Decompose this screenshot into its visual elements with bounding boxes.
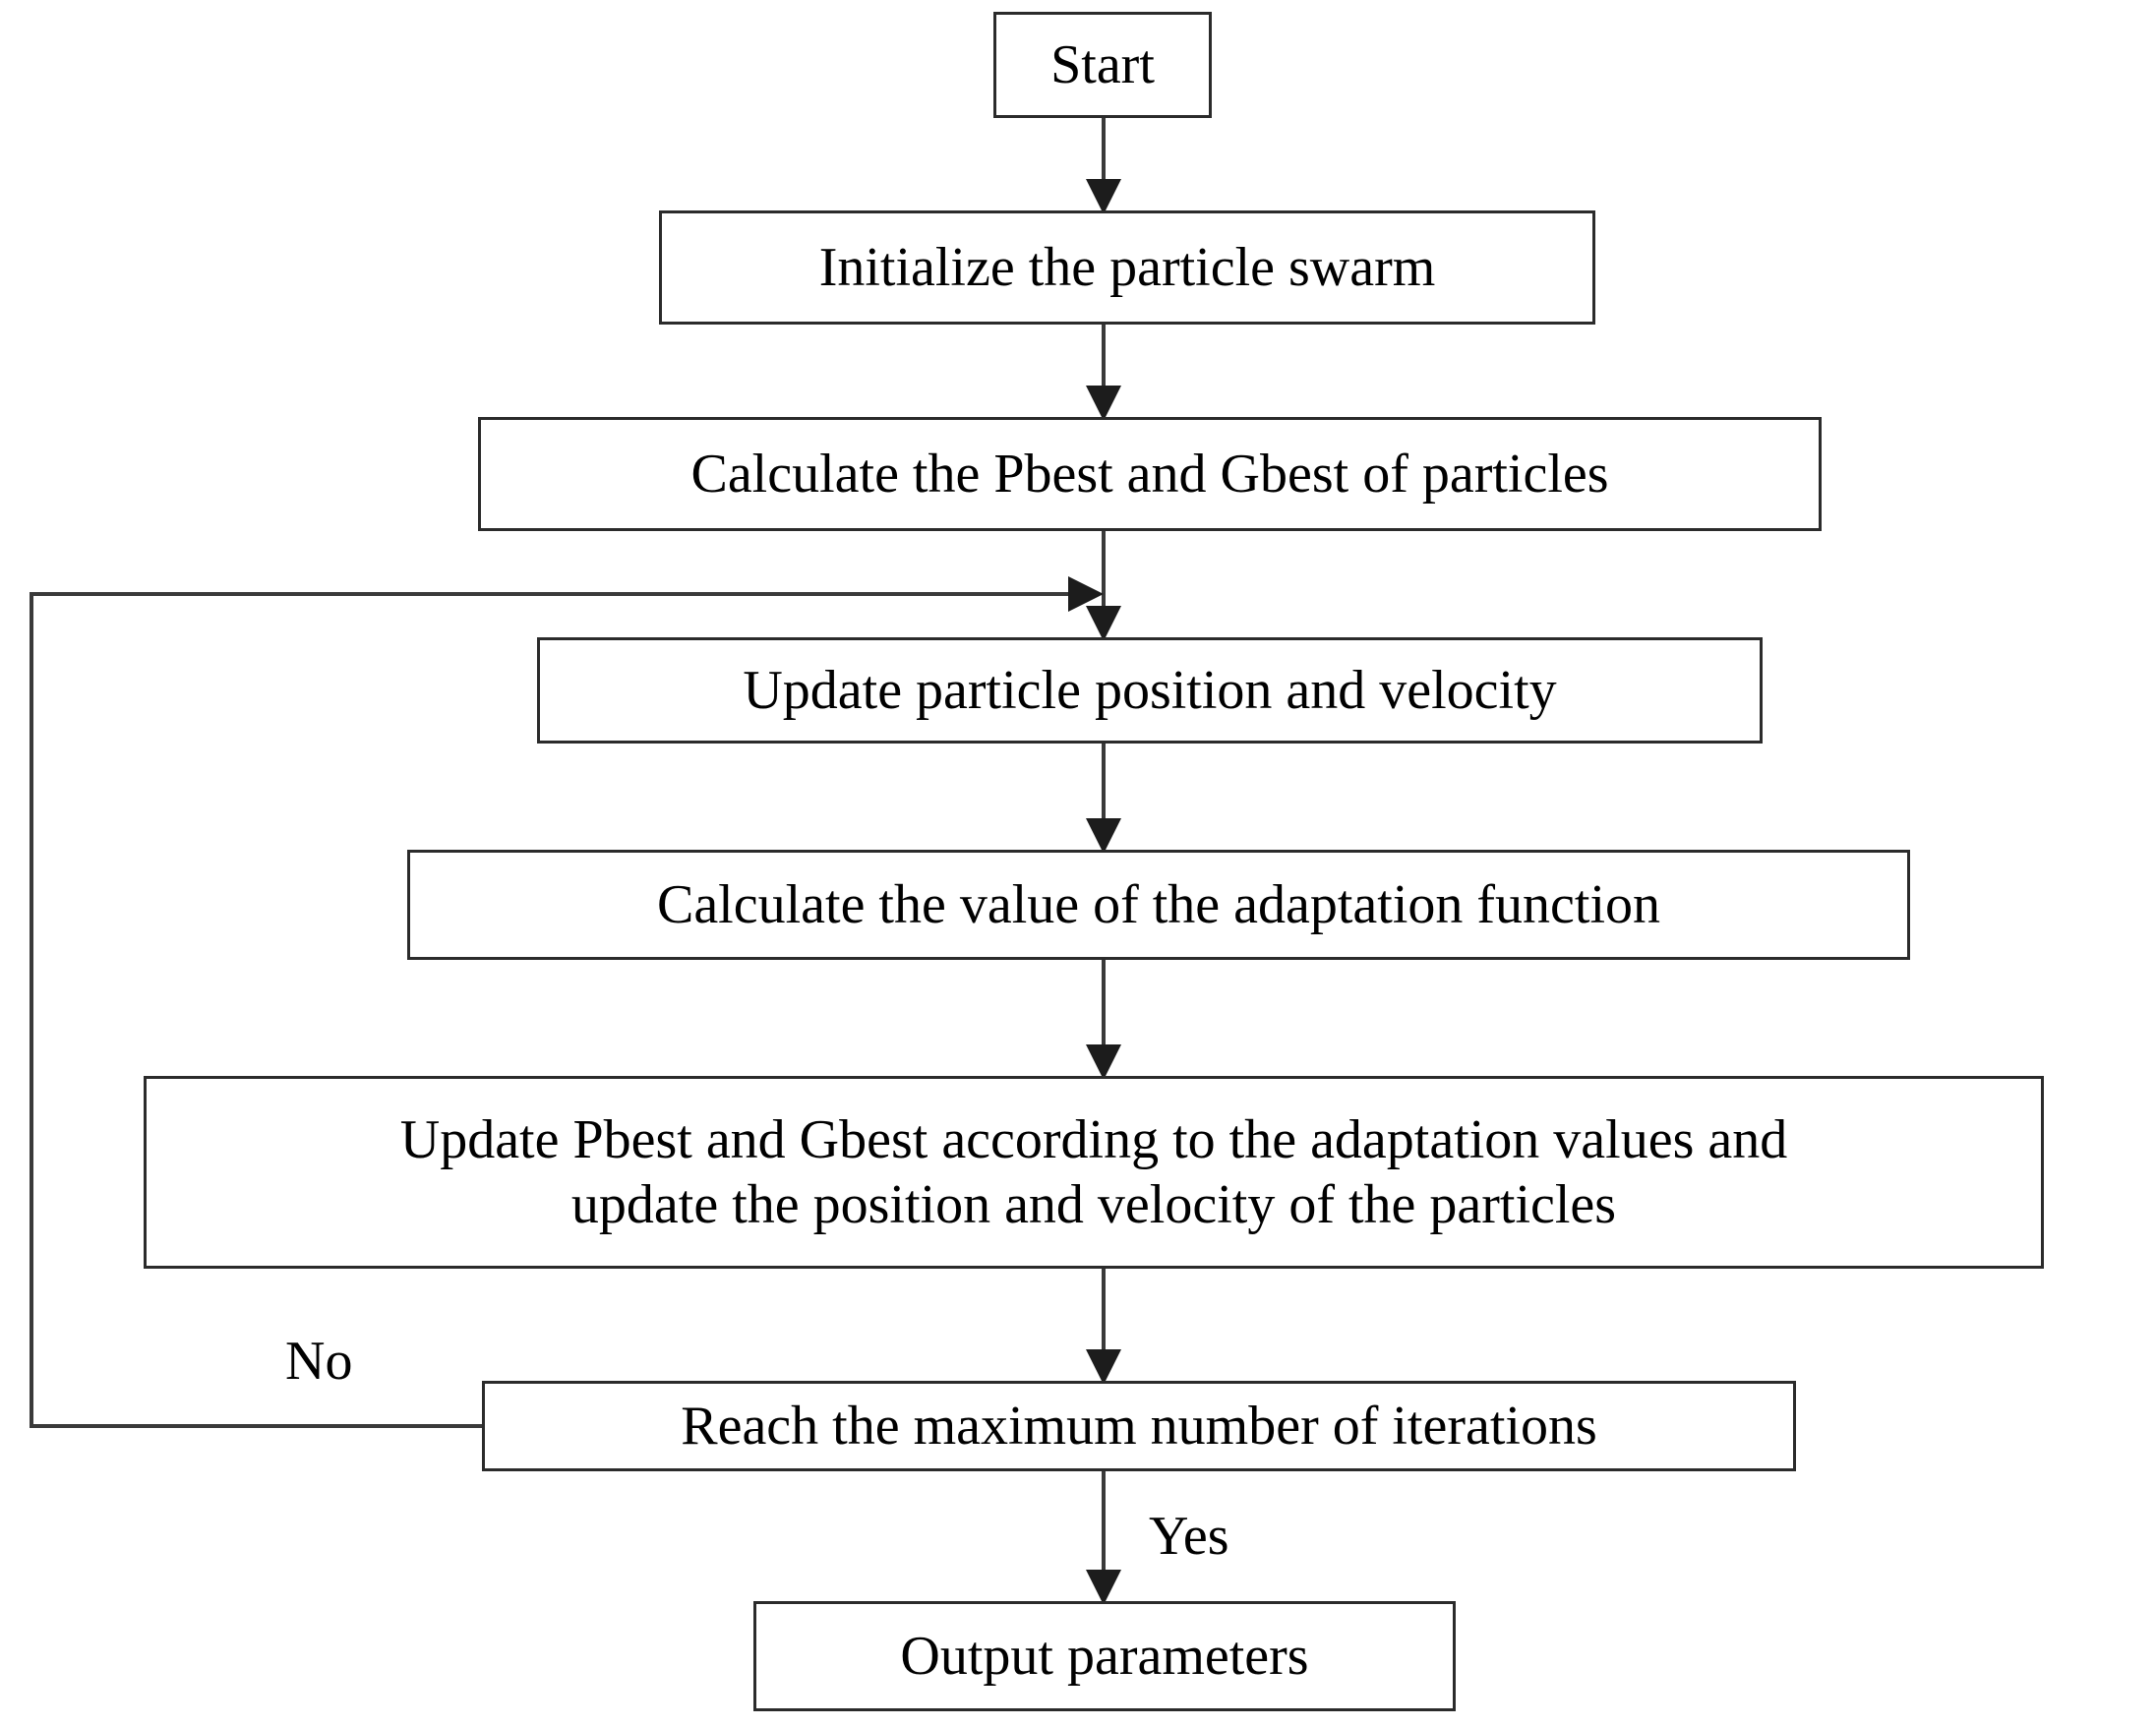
node-calculate-pbest-gbest[interactable]: Calculate the Pbest and Gbest of particl… (478, 417, 1822, 531)
node-decision-max-iterations-label: Reach the maximum number of iterations (681, 1395, 1597, 1457)
node-initialize-particle-swarm-label: Initialize the particle swarm (818, 236, 1436, 298)
node-update-pbest-gbest-label: Update Pbest and Gbest according to the … (399, 1108, 1788, 1235)
edge-label-no: No (285, 1331, 353, 1392)
node-update-position-velocity[interactable]: Update particle position and velocity (537, 637, 1763, 744)
edge-calc-best-to-update-pv (1086, 531, 1121, 641)
edge-calc-fitness-to-update-best (1086, 960, 1121, 1080)
node-decision-max-iterations[interactable]: Reach the maximum number of iterations (482, 1381, 1796, 1471)
edge-decision-yes-to-output (1086, 1471, 1121, 1605)
node-calculate-adaptation-function-label: Calculate the value of the adaptation fu… (656, 873, 1661, 935)
node-calculate-pbest-gbest-label: Calculate the Pbest and Gbest of particl… (690, 443, 1609, 505)
node-update-position-velocity-label: Update particle position and velocity (743, 659, 1557, 721)
node-initialize-particle-swarm[interactable]: Initialize the particle swarm (659, 210, 1595, 325)
edge-start-to-init (1086, 118, 1121, 214)
edge-update-pv-to-calc-fitness (1086, 744, 1121, 854)
edge-label-yes: Yes (1149, 1506, 1229, 1567)
node-update-pbest-gbest[interactable]: Update Pbest and Gbest according to the … (144, 1076, 2044, 1269)
edge-init-to-calc-best (1086, 325, 1121, 421)
node-output-parameters-label: Output parameters (900, 1625, 1309, 1687)
node-calculate-adaptation-function[interactable]: Calculate the value of the adaptation fu… (407, 850, 1910, 960)
edge-update-best-to-decision (1086, 1269, 1121, 1385)
node-start[interactable]: Start (993, 12, 1212, 118)
node-start-label: Start (1050, 33, 1155, 95)
node-output-parameters[interactable]: Output parameters (753, 1601, 1456, 1711)
